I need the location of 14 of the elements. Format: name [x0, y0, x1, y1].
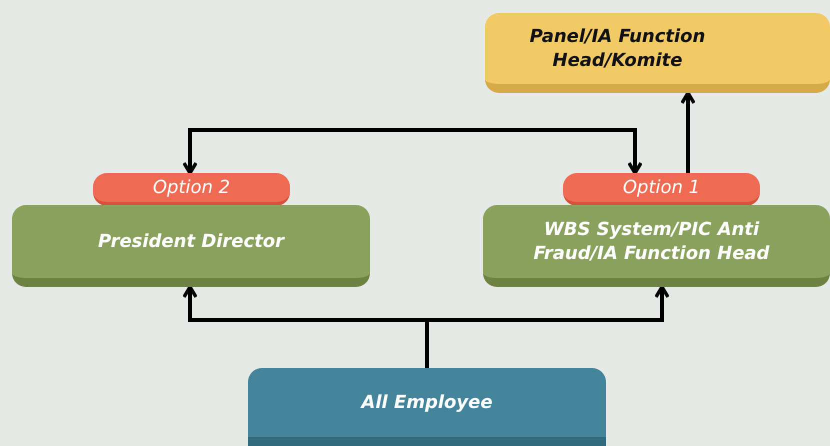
node-label: Option 2: [152, 176, 230, 198]
arrow: [182, 128, 643, 175]
process-box: [12, 205, 370, 287]
option-tab: [563, 173, 760, 206]
node-label: WBS System/PIC Anti Fraud/IA Function Head: [532, 218, 770, 266]
node-label: All Employee: [361, 390, 493, 414]
arrow: [680, 91, 696, 173]
node-label: Option 1: [622, 176, 700, 198]
node-label: President Director: [98, 230, 284, 254]
node-label: Panel/IA Function Head/Komite: [528, 24, 706, 72]
process-box: [483, 205, 830, 287]
panel-box: [485, 13, 830, 93]
option-tab: [93, 173, 290, 206]
process-box: [248, 368, 606, 446]
